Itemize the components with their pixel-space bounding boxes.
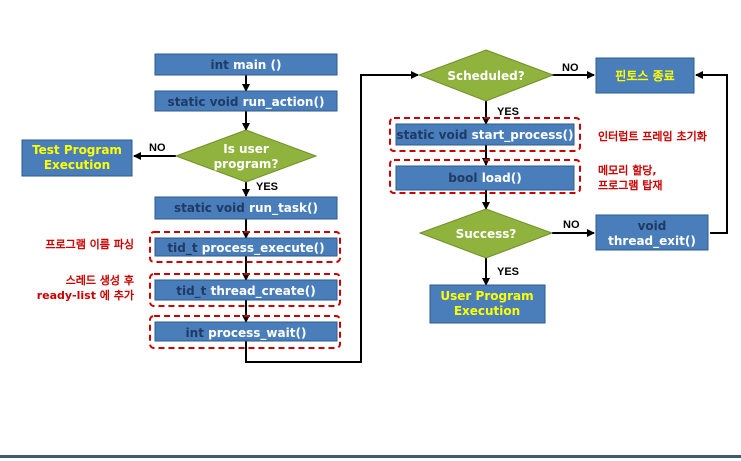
decision-line-1: Is user [223, 142, 269, 156]
connectors [133, 71, 728, 363]
scheduled-text: Scheduled? [447, 69, 524, 83]
run-action-function: run_action() [243, 95, 325, 110]
start-process-box: static void start_process() [395, 123, 575, 146]
pintos-end-text: 핀토스 종료 [615, 68, 674, 83]
test-program-line-2: Execution [44, 158, 110, 172]
highlight-frames [149, 117, 581, 349]
process-execute-keyword: tid_t [167, 241, 197, 256]
note-parse: 프로그램 이름 파싱 [45, 237, 134, 251]
thread-create-keyword: tid_t [176, 284, 206, 299]
note-mem-2: 프로그램 탑재 [598, 178, 663, 192]
test-program-box: Test Program Execution [21, 139, 133, 177]
thread-exit-box: void thread_exit() [595, 214, 709, 251]
thread-exit-function: thread_exit() [608, 234, 696, 249]
test-program-line-1: Test Program [32, 143, 122, 157]
process-wait-function: process_wait() [208, 326, 306, 341]
svg-text:int process_wait(): int process_wait() [186, 326, 307, 341]
thread-create-function: thread_create() [211, 284, 316, 299]
svg-text:thread_exit(): thread_exit() [608, 234, 696, 249]
process-wait-box: int process_wait() [154, 321, 338, 342]
success-decision: Success? [418, 208, 554, 259]
svg-text:static void run_action(): static void run_action() [168, 95, 325, 110]
svg-text:bool load(): bool load() [448, 171, 521, 185]
frame-process-wait [149, 315, 341, 349]
decision-line-2: program? [214, 157, 279, 171]
bottom-rule [0, 455, 741, 458]
svg-text:static void run_task(): static void run_task() [174, 201, 318, 216]
note-mem-1: 메모리 할당, [598, 163, 657, 177]
run-action-keyword: static void [168, 95, 239, 109]
svg-text:void: void [638, 219, 667, 233]
load-box: bool load() [395, 165, 575, 191]
pintos-end-box: 핀토스 종료 [595, 57, 695, 94]
user-program-line-1: User Program [440, 289, 533, 303]
process-execute-function: process_execute() [202, 241, 325, 256]
svg-text:static void start_process(): static void start_process() [397, 128, 574, 143]
user-program-line-2: Execution [454, 304, 520, 318]
thread-exit-keyword: void [638, 219, 667, 233]
yes-label-scheduled: YES [497, 106, 519, 118]
start-process-function: start_process() [472, 128, 574, 143]
note-interrupt: 인터럽트 프레임 초기화 [598, 129, 707, 143]
run-task-keyword: static void [174, 201, 245, 215]
main-function: main () [233, 58, 281, 72]
load-keyword: bool [448, 171, 477, 185]
thread-create-box: tid_t thread_create() [154, 279, 338, 301]
no-label-left: NO [149, 142, 166, 154]
process-wait-keyword: int [186, 326, 205, 340]
frame-load [389, 159, 581, 194]
yes-label-success: YES [497, 266, 519, 278]
note-thread-1: 스레드 생성 후 [66, 273, 134, 287]
yes-label-left: YES [256, 181, 278, 193]
is-user-program-decision: Is user program? [174, 129, 318, 183]
main-keyword: int [211, 58, 230, 72]
svg-text:int main (): int main () [211, 58, 282, 72]
frame-start-process [389, 117, 581, 152]
run-task-box: static void run_task() [154, 196, 338, 220]
note-thread-2: ready-list 에 추가 [37, 288, 134, 302]
frame-process-execute [149, 231, 341, 263]
no-label-scheduled: NO [562, 62, 579, 74]
svg-text:tid_t process_execute(): tid_t process_execute() [167, 241, 324, 256]
process-execute-box: tid_t process_execute() [154, 237, 338, 257]
frame-thread-create [149, 273, 341, 307]
scheduled-decision: Scheduled? [417, 49, 555, 102]
success-text: Success? [456, 227, 517, 241]
no-label-success: NO [563, 219, 580, 231]
main-box: int main () [154, 53, 338, 76]
svg-text:tid_t thread_create(): tid_t thread_create() [176, 284, 316, 299]
start-process-keyword: static void [397, 128, 468, 142]
load-function: load() [482, 171, 522, 185]
user-program-box: User Program Execution [429, 284, 546, 324]
run-task-function: run_task() [249, 201, 318, 216]
run-action-box: static void run_action() [154, 90, 338, 112]
